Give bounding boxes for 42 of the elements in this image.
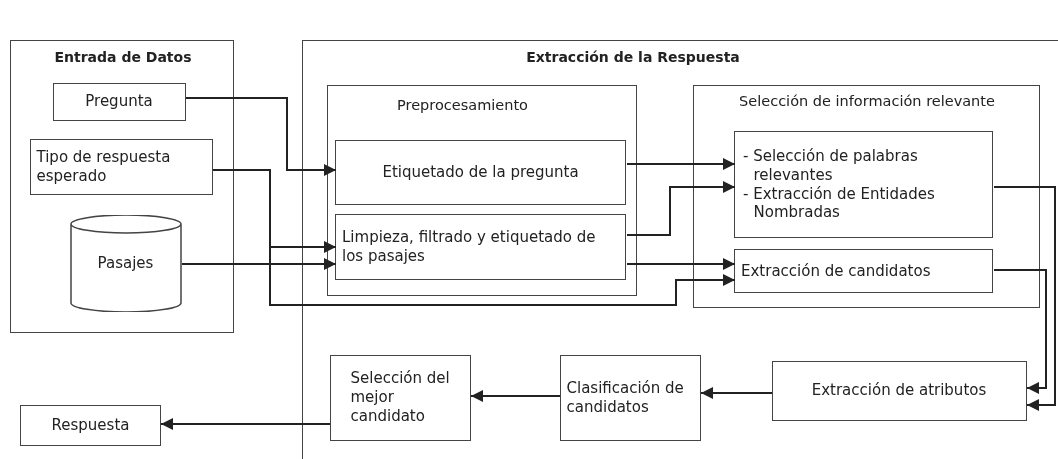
arrow [185, 97, 337, 176]
process-box [335, 140, 626, 205]
arrow [993, 186, 1056, 411]
box-label: Limpieza, filtrado y etiquetado de los pasajes [342, 228, 597, 266]
arrow [626, 181, 736, 236]
group-panel [692, 84, 1040, 308]
arrow [993, 269, 1047, 394]
box-label: - Extracción de Entidades Nombradas [743, 184, 936, 222]
arrow [626, 258, 736, 270]
box-label: Selección del mejor candidato [349, 369, 451, 426]
group-panel [302, 40, 1058, 459]
process-box [329, 354, 471, 441]
process-box [335, 214, 626, 280]
group-heading: Extracción de la Respuesta [525, 49, 741, 67]
arrow [626, 158, 736, 170]
box-label: Extracción de candidatos [741, 261, 931, 281]
box-label: - Selección de palabras relevantes [743, 147, 919, 185]
box-label: Pasajes [97, 253, 154, 273]
group-panel [326, 84, 637, 296]
process-box [734, 249, 993, 293]
box-label: Tipo de respuesta esperado [36, 147, 172, 186]
group-heading: Preprocesamiento [396, 95, 529, 114]
group-panel [10, 40, 234, 333]
group-heading: Entrada de Datos [53, 49, 193, 67]
box-label: Etiquetado de la pregunta [382, 163, 579, 182]
process-box [29, 138, 213, 195]
process-box [20, 405, 161, 446]
box-label: Extracción de atributos [811, 381, 987, 400]
arrow [700, 387, 773, 399]
arrow [470, 390, 561, 402]
box-label: Respuesta [51, 416, 130, 435]
database-cylinder [69, 214, 182, 312]
process-box [52, 82, 186, 121]
arrow [181, 258, 337, 270]
process-box [559, 354, 701, 441]
arrow [212, 169, 736, 306]
process-box [734, 131, 993, 238]
group-heading: Selección de información relevante [738, 91, 996, 110]
box-label: Clasificación de candidatos [566, 378, 685, 417]
box-label: Pregunta [85, 92, 153, 111]
arrow [160, 418, 331, 430]
process-box [771, 360, 1027, 421]
